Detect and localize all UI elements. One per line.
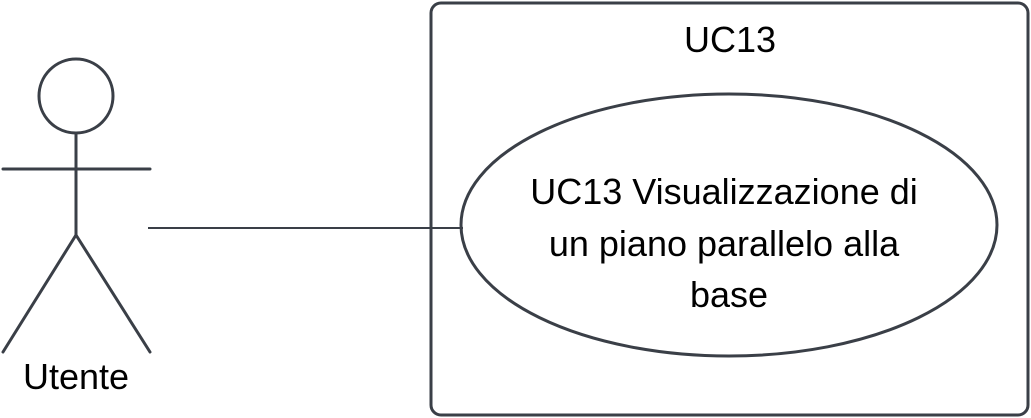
use-case-label: UC13 Visualizzazione di un piano paralle…: [530, 171, 928, 315]
actor-left-leg: [1, 233, 78, 354]
actor-head: [37, 57, 115, 135]
system-boundary-box: [429, 1, 1030, 417]
use-case: UC13 Visualizzazione di un piano paralle…: [459, 92, 999, 358]
actor: Utente: [1, 57, 152, 397]
actor-name: Utente: [23, 356, 129, 397]
system-boundary-title: UC13: [684, 19, 776, 60]
use-case-label-line: base: [690, 274, 768, 315]
use-case-ellipse: [459, 92, 999, 358]
use-case-label-line: UC13 Visualizzazione di: [530, 171, 918, 212]
system-boundary: UC13: [429, 1, 1030, 417]
actor-right-leg: [74, 233, 152, 354]
use-case-label-line: un piano parallelo alla: [549, 223, 900, 264]
